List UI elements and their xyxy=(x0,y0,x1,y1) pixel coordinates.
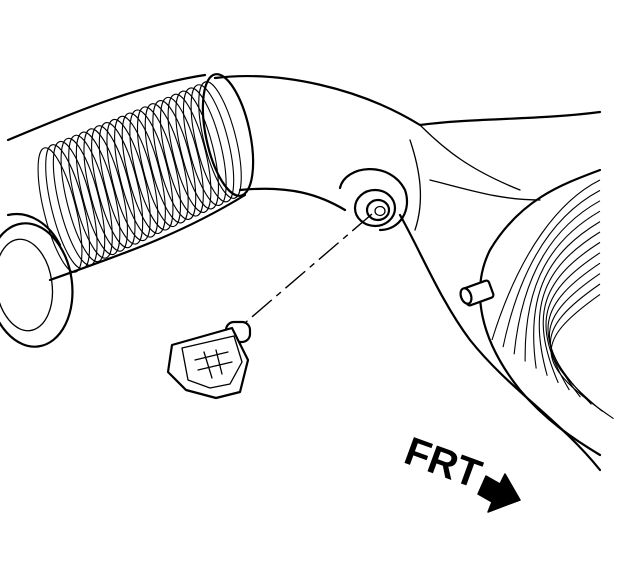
air-temperature-sensor xyxy=(166,320,252,400)
hose-rib xyxy=(144,103,189,224)
hose-open-end xyxy=(0,212,74,348)
hose-rib xyxy=(68,134,113,259)
hose-rib xyxy=(52,140,98,266)
hose-rib xyxy=(121,112,166,235)
hose-rib xyxy=(98,121,144,245)
grille-line xyxy=(502,189,601,348)
installation-guide-line xyxy=(245,213,373,323)
hose-rib xyxy=(45,144,91,270)
corrugated-hose xyxy=(6,73,255,282)
hose-rib xyxy=(182,87,227,206)
grille-line xyxy=(513,200,601,355)
hose-rib xyxy=(175,90,220,210)
grille-line xyxy=(550,293,614,420)
vacuum-port xyxy=(459,279,495,307)
hose-rib xyxy=(129,109,174,231)
hose-rib xyxy=(37,147,83,273)
hose-rib xyxy=(167,93,212,213)
grille-line xyxy=(491,179,601,341)
hose-rib xyxy=(136,106,182,228)
hose-rib xyxy=(152,100,197,220)
hose-rib xyxy=(91,125,136,249)
sensor-mounting-boss xyxy=(338,168,409,232)
grille-line xyxy=(524,210,601,362)
hose-rib xyxy=(106,118,151,242)
hose-rib xyxy=(190,84,235,203)
hose-rib xyxy=(75,131,121,256)
air-inlet-duct xyxy=(213,75,602,472)
hose-rib xyxy=(114,115,159,238)
hose-rib xyxy=(60,137,106,263)
frt-label: FRT xyxy=(399,429,487,497)
grille-line xyxy=(542,241,601,384)
grille-line xyxy=(545,252,601,391)
hose-rib xyxy=(159,96,204,217)
hose-rib xyxy=(83,128,128,252)
hose-rib xyxy=(198,81,242,199)
grille-line xyxy=(538,231,601,376)
front-direction-arrow-icon xyxy=(477,473,521,513)
grille-line xyxy=(549,283,603,412)
intake-grille xyxy=(478,168,614,457)
front-direction-indicator: FRT xyxy=(399,429,521,513)
grille-line xyxy=(548,273,601,405)
grille-line xyxy=(533,221,601,369)
